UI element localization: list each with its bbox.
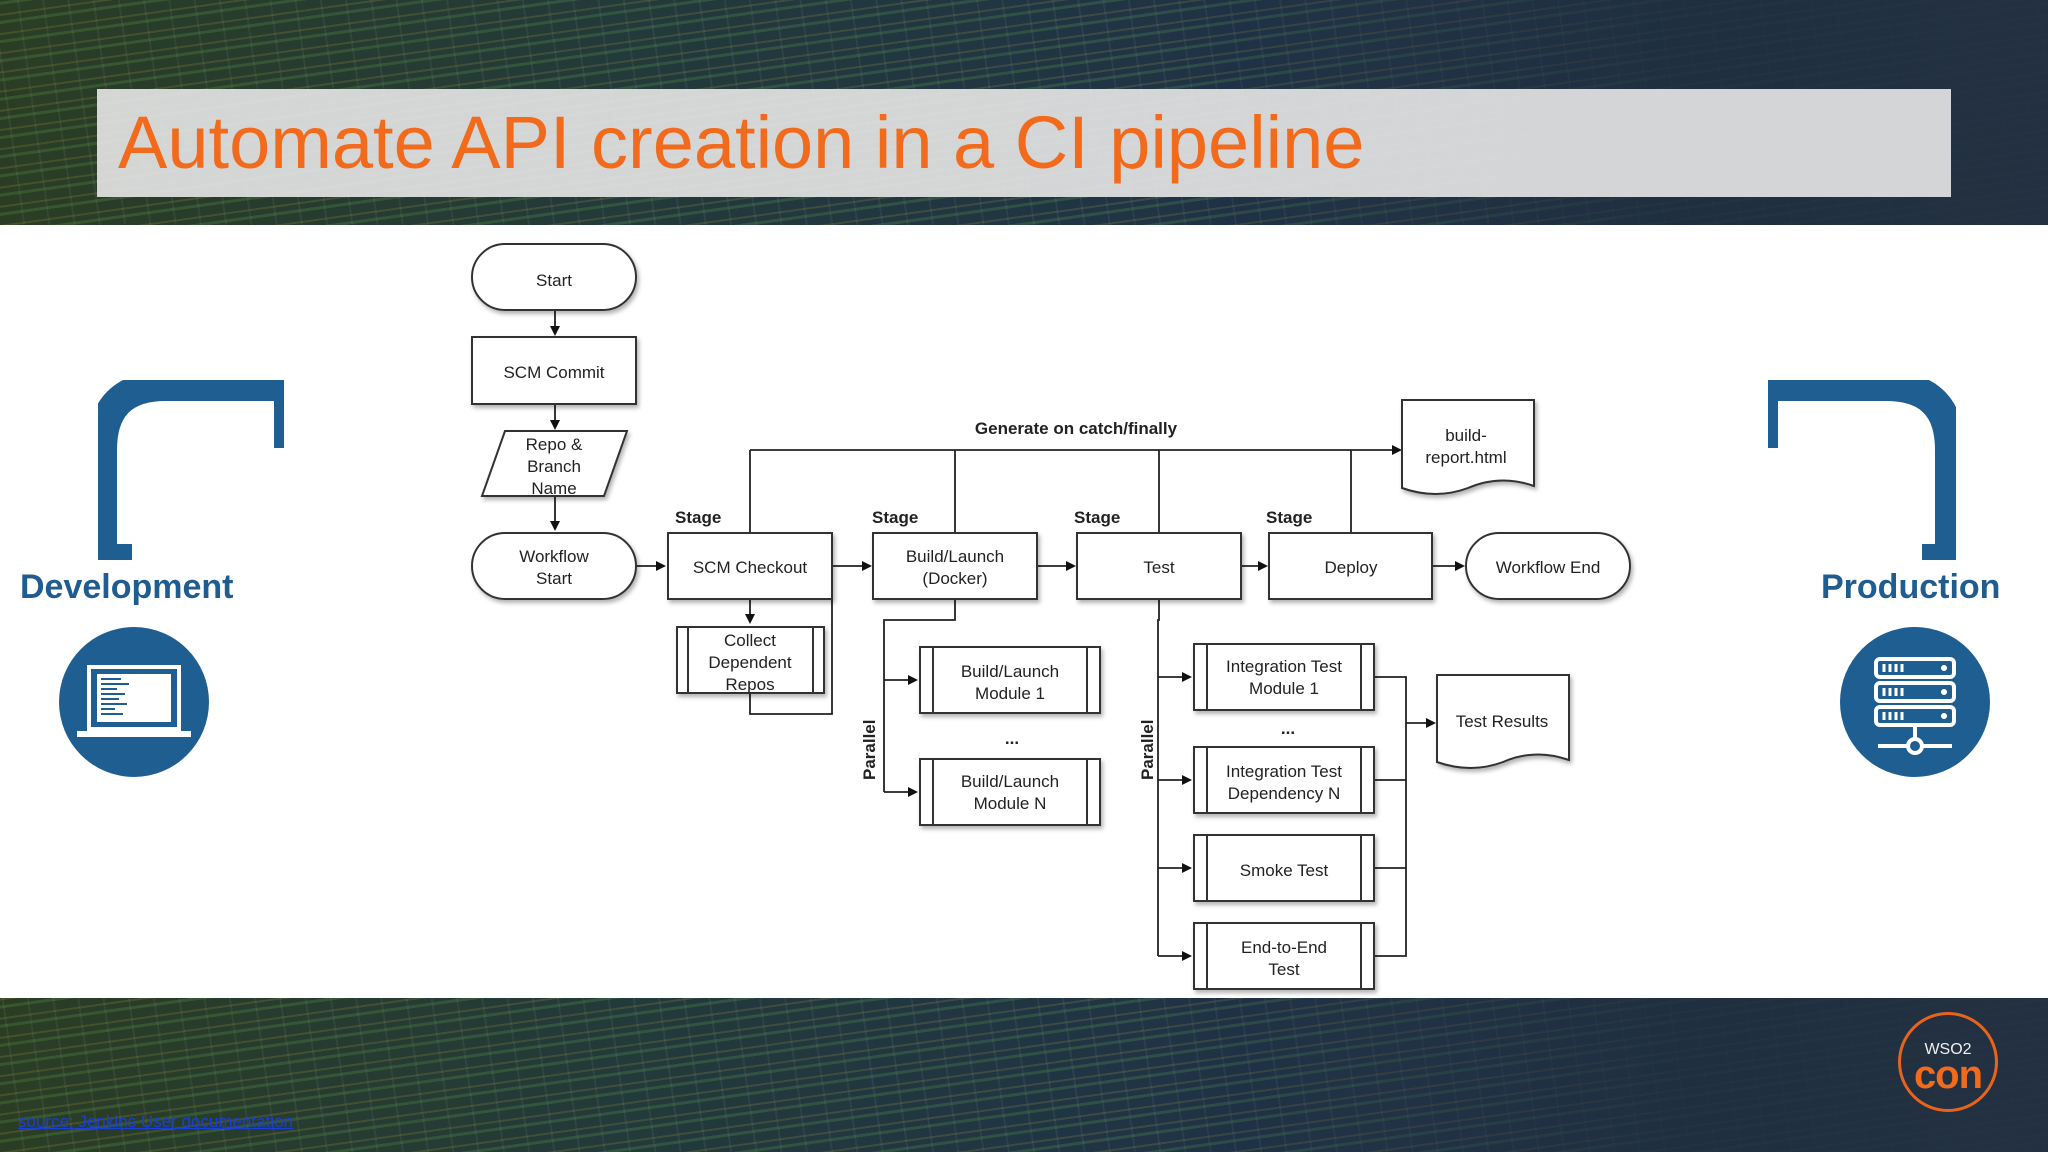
test-results-node [1436, 674, 1570, 769]
build-ellipsis: ... [1005, 729, 1019, 748]
workflow-start-label-1: Workflow [519, 547, 589, 566]
workflow-start-label-2: Start [536, 569, 572, 588]
deploy-label: Deploy [1325, 558, 1378, 577]
end-to-end-label-2: Test [1268, 960, 1299, 979]
generate-annotation: Generate on catch/finally [975, 419, 1178, 438]
build-launch-docker-label-1: Build/Launch [906, 547, 1004, 566]
right-pipe-icon [1768, 380, 1956, 560]
build-module-1-label-2: Module 1 [975, 684, 1045, 703]
server-icon [1874, 657, 1956, 755]
test-results-label: Test Results [1456, 712, 1549, 731]
source-link[interactable]: source: Jenkins User documentation [18, 1112, 293, 1131]
logo-top-text: WSO2 [1924, 1041, 1972, 1058]
build-launch-docker-node [872, 532, 1038, 600]
test-ellipsis: ... [1281, 719, 1295, 738]
laptop-icon [77, 665, 191, 737]
logo-main-text: con [1913, 1053, 1983, 1097]
build-report-node [1401, 399, 1535, 495]
bottom-code-background [0, 998, 2048, 1152]
build-module-n-label-1: Build/Launch [961, 772, 1059, 791]
deploy-node [1268, 532, 1433, 600]
workflow-start-node [471, 532, 637, 600]
production-circle [1840, 627, 1990, 777]
collect-repos-label-1: Collect [724, 631, 776, 650]
end-to-end-node [1193, 922, 1375, 990]
smoke-test-label: Smoke Test [1240, 861, 1329, 880]
stage-label-scm: Stage [675, 508, 721, 527]
slide-title: Automate API creation in a CI pipeline [118, 101, 1365, 184]
content-panel [0, 225, 2048, 998]
repo-branch-label-2: Branch [527, 457, 581, 476]
integration-dependency-n-label-1: Integration Test [1226, 762, 1342, 781]
wso2con-logo: WSO2 con [1898, 1012, 1998, 1112]
build-report-label-1: build- [1445, 426, 1487, 445]
integration-dependency-n-label-2: Dependency N [1228, 784, 1340, 803]
smoke-test-node [1193, 834, 1375, 902]
repo-branch-label-3: Name [531, 479, 576, 498]
build-module-n-label-2: Module N [974, 794, 1047, 813]
collect-repos-label-2: Dependent [708, 653, 791, 672]
integration-module-1-label-2: Module 1 [1249, 679, 1319, 698]
title-banner [97, 89, 1951, 197]
parallel-label-build: Parallel [860, 720, 879, 781]
scm-commit-label: SCM Commit [503, 363, 604, 382]
workflow-end-node [1465, 532, 1631, 600]
parallel-label-test: Parallel [1138, 720, 1157, 781]
build-report-label-2: report.html [1425, 448, 1506, 467]
collect-repos-label-3: Repos [725, 675, 774, 694]
start-node [471, 243, 637, 311]
stage-label-deploy: Stage [1266, 508, 1312, 527]
test-node [1076, 532, 1242, 600]
build-module-1-node [919, 646, 1101, 714]
end-to-end-label-1: End-to-End [1241, 938, 1327, 957]
collect-repos-node [676, 626, 825, 694]
scm-checkout-label: SCM Checkout [693, 558, 808, 577]
repo-branch-node [480, 430, 629, 497]
stage-label-build: Stage [872, 508, 918, 527]
workflow-end-label: Workflow End [1496, 558, 1601, 577]
build-module-1-label-1: Build/Launch [961, 662, 1059, 681]
stage-label-test: Stage [1074, 508, 1120, 527]
repo-branch-label-1: Repo & [526, 435, 583, 454]
development-circle [59, 627, 209, 777]
scm-checkout-node [667, 532, 833, 600]
production-label: Production [1821, 568, 2001, 606]
integration-module-1-node [1193, 643, 1375, 711]
integration-module-1-label-1: Integration Test [1226, 657, 1342, 676]
development-label: Development [20, 568, 234, 606]
build-module-n-node [919, 758, 1101, 826]
test-label: Test [1143, 558, 1174, 577]
build-launch-docker-label-2: (Docker) [922, 569, 987, 588]
scm-commit-node [471, 336, 637, 405]
start-label: Start [536, 271, 572, 290]
integration-dependency-n-node [1193, 746, 1375, 814]
left-pipe-icon [98, 380, 284, 560]
